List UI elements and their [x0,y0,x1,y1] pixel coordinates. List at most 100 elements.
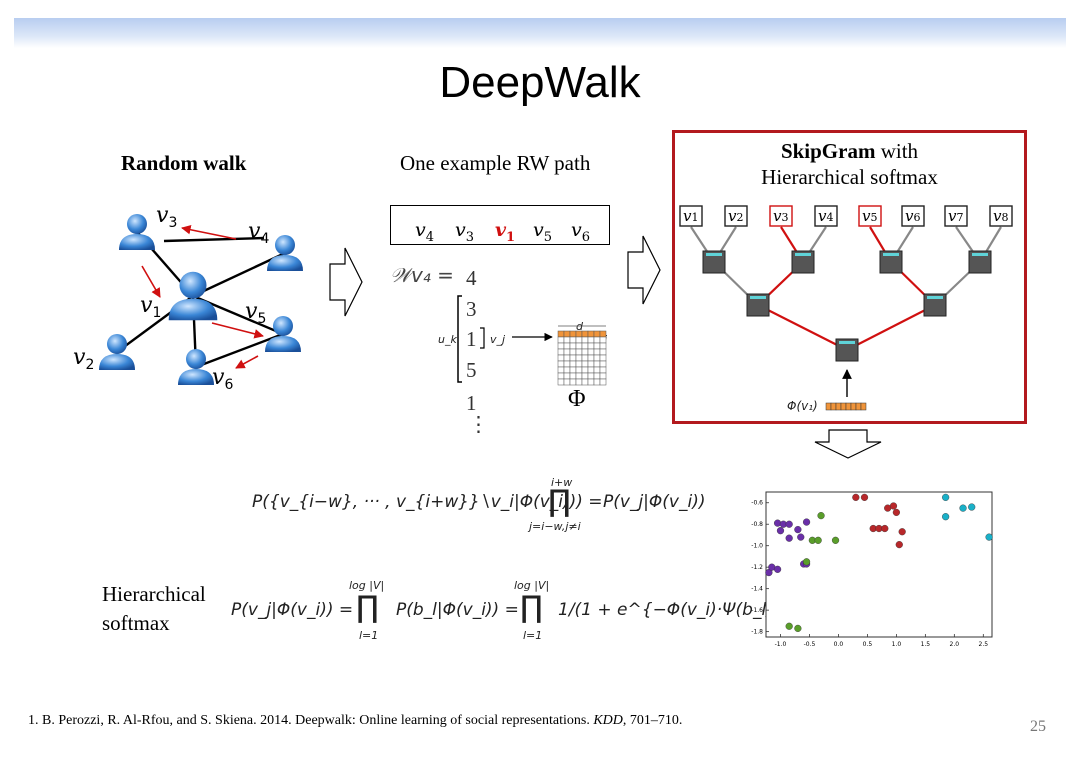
skipgram-heading: SkipGram with [780,139,919,163]
uj-bracket [480,327,485,349]
vj-label: v_j [490,333,506,346]
graph-edge [163,236,265,243]
tree-inner-node [746,293,770,317]
down-arrow-icon [814,429,882,459]
rw-path-heading: One example RW path [400,151,591,175]
leaf-node-v1 [679,205,703,227]
window-value-4: 1 [466,391,477,415]
reference: 1. B. Perozzi, R. Al-Rfou, and S. Skiena… [28,713,683,728]
scatter-point [797,533,805,541]
window-bracket [457,295,462,383]
scatter-point [968,503,976,511]
rw-item-v5: v5 [533,219,553,245]
scatter-point [817,512,825,520]
scatter-point [831,536,840,544]
walk-arrow [141,265,161,298]
walk-arrow [181,225,237,240]
page-number: 25 [1030,718,1046,735]
y-tick-label: -0.6 [751,500,763,507]
leaf-label-v7: v7 [948,207,963,225]
x-tick-label: 2.5 [979,641,989,648]
person-icon [119,214,155,250]
leaf-node-v7 [944,205,968,227]
y-tick-label: -1.4 [751,586,763,593]
skipgram-box [672,130,1027,424]
leaf-label-v6: v6 [905,207,920,225]
scatter-point [802,558,811,566]
rw-item-v4: v4 [415,219,435,245]
scatter-point [814,536,822,544]
tree-inner-node [791,250,815,274]
header-gradient-bar [14,18,1066,48]
x-tick-label: -1.0 [775,641,787,648]
scatter-point [794,525,802,534]
graph-edge [195,332,284,369]
eq2-prod-bottom-2: l=1 [523,629,543,642]
eq1-lhs: P({v_{i−w}, ··· , v_{i+w}}∖v_i|Φ(v_i))) … [252,492,603,512]
hier-label-1: Hierarchical [102,582,206,606]
scatter-point [942,493,950,501]
leaf-label-v8: v8 [993,207,1008,225]
walk-arrow [235,355,259,369]
eq1-prod-top: i+w [551,476,573,489]
window-label: 𝒲v₄ = [390,263,454,287]
eq2-lhs: P(v_j|Φ(v_i)) = [231,600,354,620]
tree-inner-node [879,250,903,274]
person-icon [178,349,214,385]
person-icon [267,235,303,271]
uk-label: u_k [438,333,457,346]
leaf-label-v2: v2 [728,207,743,225]
phi-v1-embedding [825,402,867,411]
scatter-frame [765,491,993,638]
rw-path-box: v4 v3 v1 v5 v6 [390,205,610,245]
window-value-3: 5 [466,358,477,382]
phi-matrix [557,330,607,386]
eq1-rhs: P(v_j|Φ(v_i)) [603,492,706,512]
eq1-product-symbol: ∏ [548,484,571,519]
right-arrow-icon [329,247,363,317]
window-value-2: 1 [466,327,477,351]
leaf-node-v8 [989,205,1013,227]
slide-title: DeepWalk [439,58,641,107]
eq2-product-symbol-2: ∏ [520,590,543,625]
leaf-node-v5 [858,205,882,227]
eq2-product-symbol-1: ∏ [356,590,379,625]
scatter-point [785,520,793,528]
leaf-label-v3: v3 [773,207,788,225]
rw-item-v3: v3 [455,219,475,245]
y-tick-label: -0.8 [751,521,763,528]
y-tick-label: -1.2 [751,564,763,571]
person-icon [265,316,301,352]
scatter-point [773,565,782,573]
x-tick-label: 1.0 [892,641,902,648]
phi-v1-label: Φ(v₁) [787,399,818,413]
scatter-point [794,624,802,633]
eq2-rhs: 1/(1 + e^{−Φ(v_i)·Ψ(b_l)}) [558,600,791,620]
scatter-point [889,502,898,510]
rw-item-v1-highlight: v1 [495,219,516,245]
leaf-label-v4: v4 [818,207,833,225]
tree-edge [757,304,848,351]
scatter-point [892,508,900,517]
x-tick-label: 1.5 [921,641,931,648]
scatter-point [852,493,860,501]
y-tick-label: -1.0 [751,543,763,550]
window-value-5: ⋮ [468,412,489,436]
eq2-prod-bottom: l=1 [359,629,379,642]
x-tick-label: 0.0 [834,641,844,648]
window-value-0: 4 [466,266,477,290]
graph-edge [192,251,286,298]
tree-inner-node [835,338,859,362]
scatter-point [785,534,793,542]
x-tick-label: 2.0 [950,641,960,648]
scatter-point [881,524,889,533]
d-label: d [576,320,583,333]
x-tick-label: -0.5 [804,641,816,648]
right-arrow-icon [627,235,661,305]
tree-inner-node [968,250,992,274]
scatter-point [898,528,906,536]
leaf-node-v4 [814,205,838,227]
y-tick-label: -1.8 [751,629,763,636]
